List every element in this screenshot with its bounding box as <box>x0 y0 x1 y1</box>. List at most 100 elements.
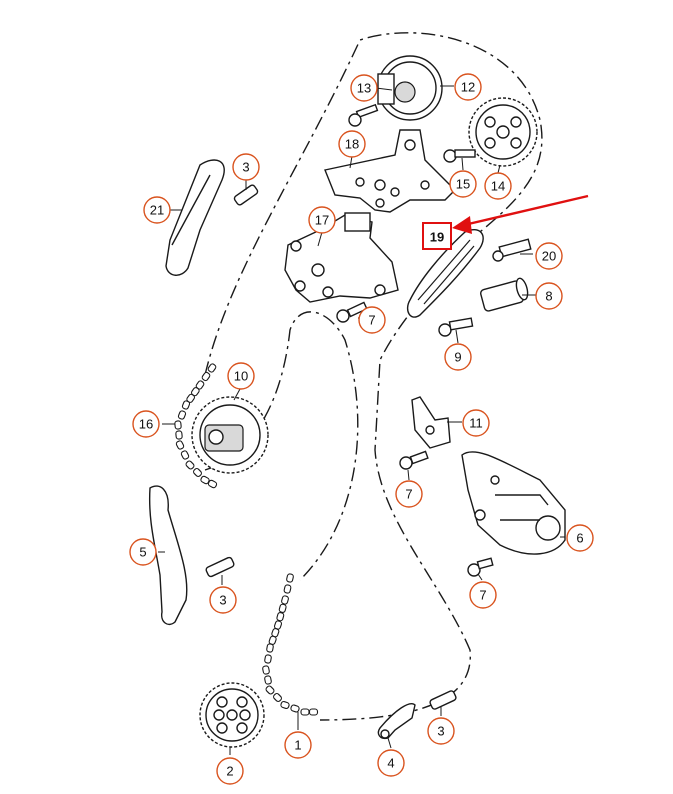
callout-label: 10 <box>234 369 248 384</box>
chain-link <box>280 700 290 710</box>
callout-circle <box>469 581 497 609</box>
chain-link <box>286 573 294 583</box>
callout-7: 7 <box>395 480 423 508</box>
callout-label: 7 <box>405 487 412 502</box>
callout-circle <box>284 731 312 759</box>
bolt-9 <box>438 317 474 337</box>
pin-3-top <box>233 184 259 206</box>
chain-link <box>264 675 272 685</box>
callout-circle <box>462 409 490 437</box>
callout-13: 13 <box>350 74 378 102</box>
callout-label: 3 <box>242 160 249 175</box>
crankshaft-sprocket-2 <box>199 682 265 748</box>
chain-link <box>262 665 270 675</box>
callout-15: 15 <box>449 170 477 198</box>
callout-12: 12 <box>454 73 482 101</box>
chain-link <box>207 479 218 489</box>
callout-circle <box>216 757 244 785</box>
pin-3-middle <box>205 556 235 578</box>
upper-chain-path <box>204 32 543 721</box>
callout-17: 17 <box>308 206 336 234</box>
sprocket-10 <box>191 396 269 474</box>
callout-4: 4 <box>377 749 405 777</box>
callout-circle <box>350 74 378 102</box>
sprocket-14 <box>468 97 538 167</box>
callout-label: 15 <box>456 177 470 192</box>
chain-link <box>266 643 274 653</box>
callout-2: 2 <box>216 757 244 785</box>
callout-label: 11 <box>469 416 483 431</box>
cover-6 <box>461 451 566 555</box>
callout-6: 6 <box>566 524 594 552</box>
callout-14: 14 <box>484 172 512 200</box>
callout-circle <box>377 749 405 777</box>
callout-7: 7 <box>358 306 386 334</box>
bracket-17 <box>284 212 399 303</box>
callout-label: 16 <box>139 417 153 432</box>
callout-circle <box>449 170 477 198</box>
chain-link <box>193 468 202 477</box>
callout-label: 4 <box>387 756 394 771</box>
camshaft-sprocket-12 <box>377 55 443 121</box>
callout-label: 2 <box>226 764 233 779</box>
callout-10: 10 <box>227 362 255 390</box>
chain-link <box>177 410 187 420</box>
bracket-18 <box>324 129 456 213</box>
chain-link <box>201 371 211 382</box>
callout-label: 12 <box>461 80 475 95</box>
guide-rail-21 <box>165 159 225 276</box>
callout-circle <box>308 206 336 234</box>
chain-link <box>283 584 292 594</box>
guide-4 <box>377 703 416 740</box>
highlight-box-19: 19 <box>422 222 452 250</box>
callout-circle <box>535 242 563 270</box>
chain-link <box>290 704 300 713</box>
callout-label: 17 <box>315 213 329 228</box>
callout-circle <box>209 586 237 614</box>
chain-link <box>264 654 272 664</box>
callout-circle <box>444 343 472 371</box>
chain-link <box>308 708 319 716</box>
callout-1: 1 <box>284 731 312 759</box>
callout-18: 18 <box>338 130 366 158</box>
callout-21: 21 <box>143 196 171 224</box>
callout-circle <box>427 717 455 745</box>
highlight-label-19: 19 <box>430 230 444 245</box>
callout-label: 21 <box>150 203 164 218</box>
callout-label: 18 <box>345 137 359 152</box>
callout-circle <box>566 524 594 552</box>
callout-label: 5 <box>139 545 146 560</box>
bolt-15 <box>443 149 476 163</box>
bolt-7-upper <box>336 301 368 323</box>
callout-3: 3 <box>232 153 260 181</box>
callout-circle <box>232 153 260 181</box>
chain-link <box>273 693 282 702</box>
callout-circle <box>454 73 482 101</box>
callout-circle <box>395 480 423 508</box>
callout-5: 5 <box>129 538 157 566</box>
leader-lines <box>158 85 565 755</box>
chain-1 <box>262 573 319 716</box>
chain-link <box>175 430 183 440</box>
callout-label: 14 <box>491 179 505 194</box>
chain-link <box>207 363 217 373</box>
callout-circle <box>535 282 563 310</box>
chain-16 <box>174 363 218 489</box>
callout-circle <box>358 306 386 334</box>
chain-link <box>300 708 310 716</box>
callout-11: 11 <box>462 409 490 437</box>
callout-label: 8 <box>545 289 552 304</box>
callout-9: 9 <box>444 343 472 371</box>
callout-16: 16 <box>132 410 160 438</box>
callout-3: 3 <box>427 717 455 745</box>
callout-label: 9 <box>454 350 461 365</box>
chain-link <box>185 460 195 470</box>
callout-label: 13 <box>357 81 371 96</box>
callout-circle <box>132 410 160 438</box>
callout-label: 3 <box>219 593 226 608</box>
callout-circle <box>227 362 255 390</box>
tensioning-rail-19 <box>406 229 484 318</box>
